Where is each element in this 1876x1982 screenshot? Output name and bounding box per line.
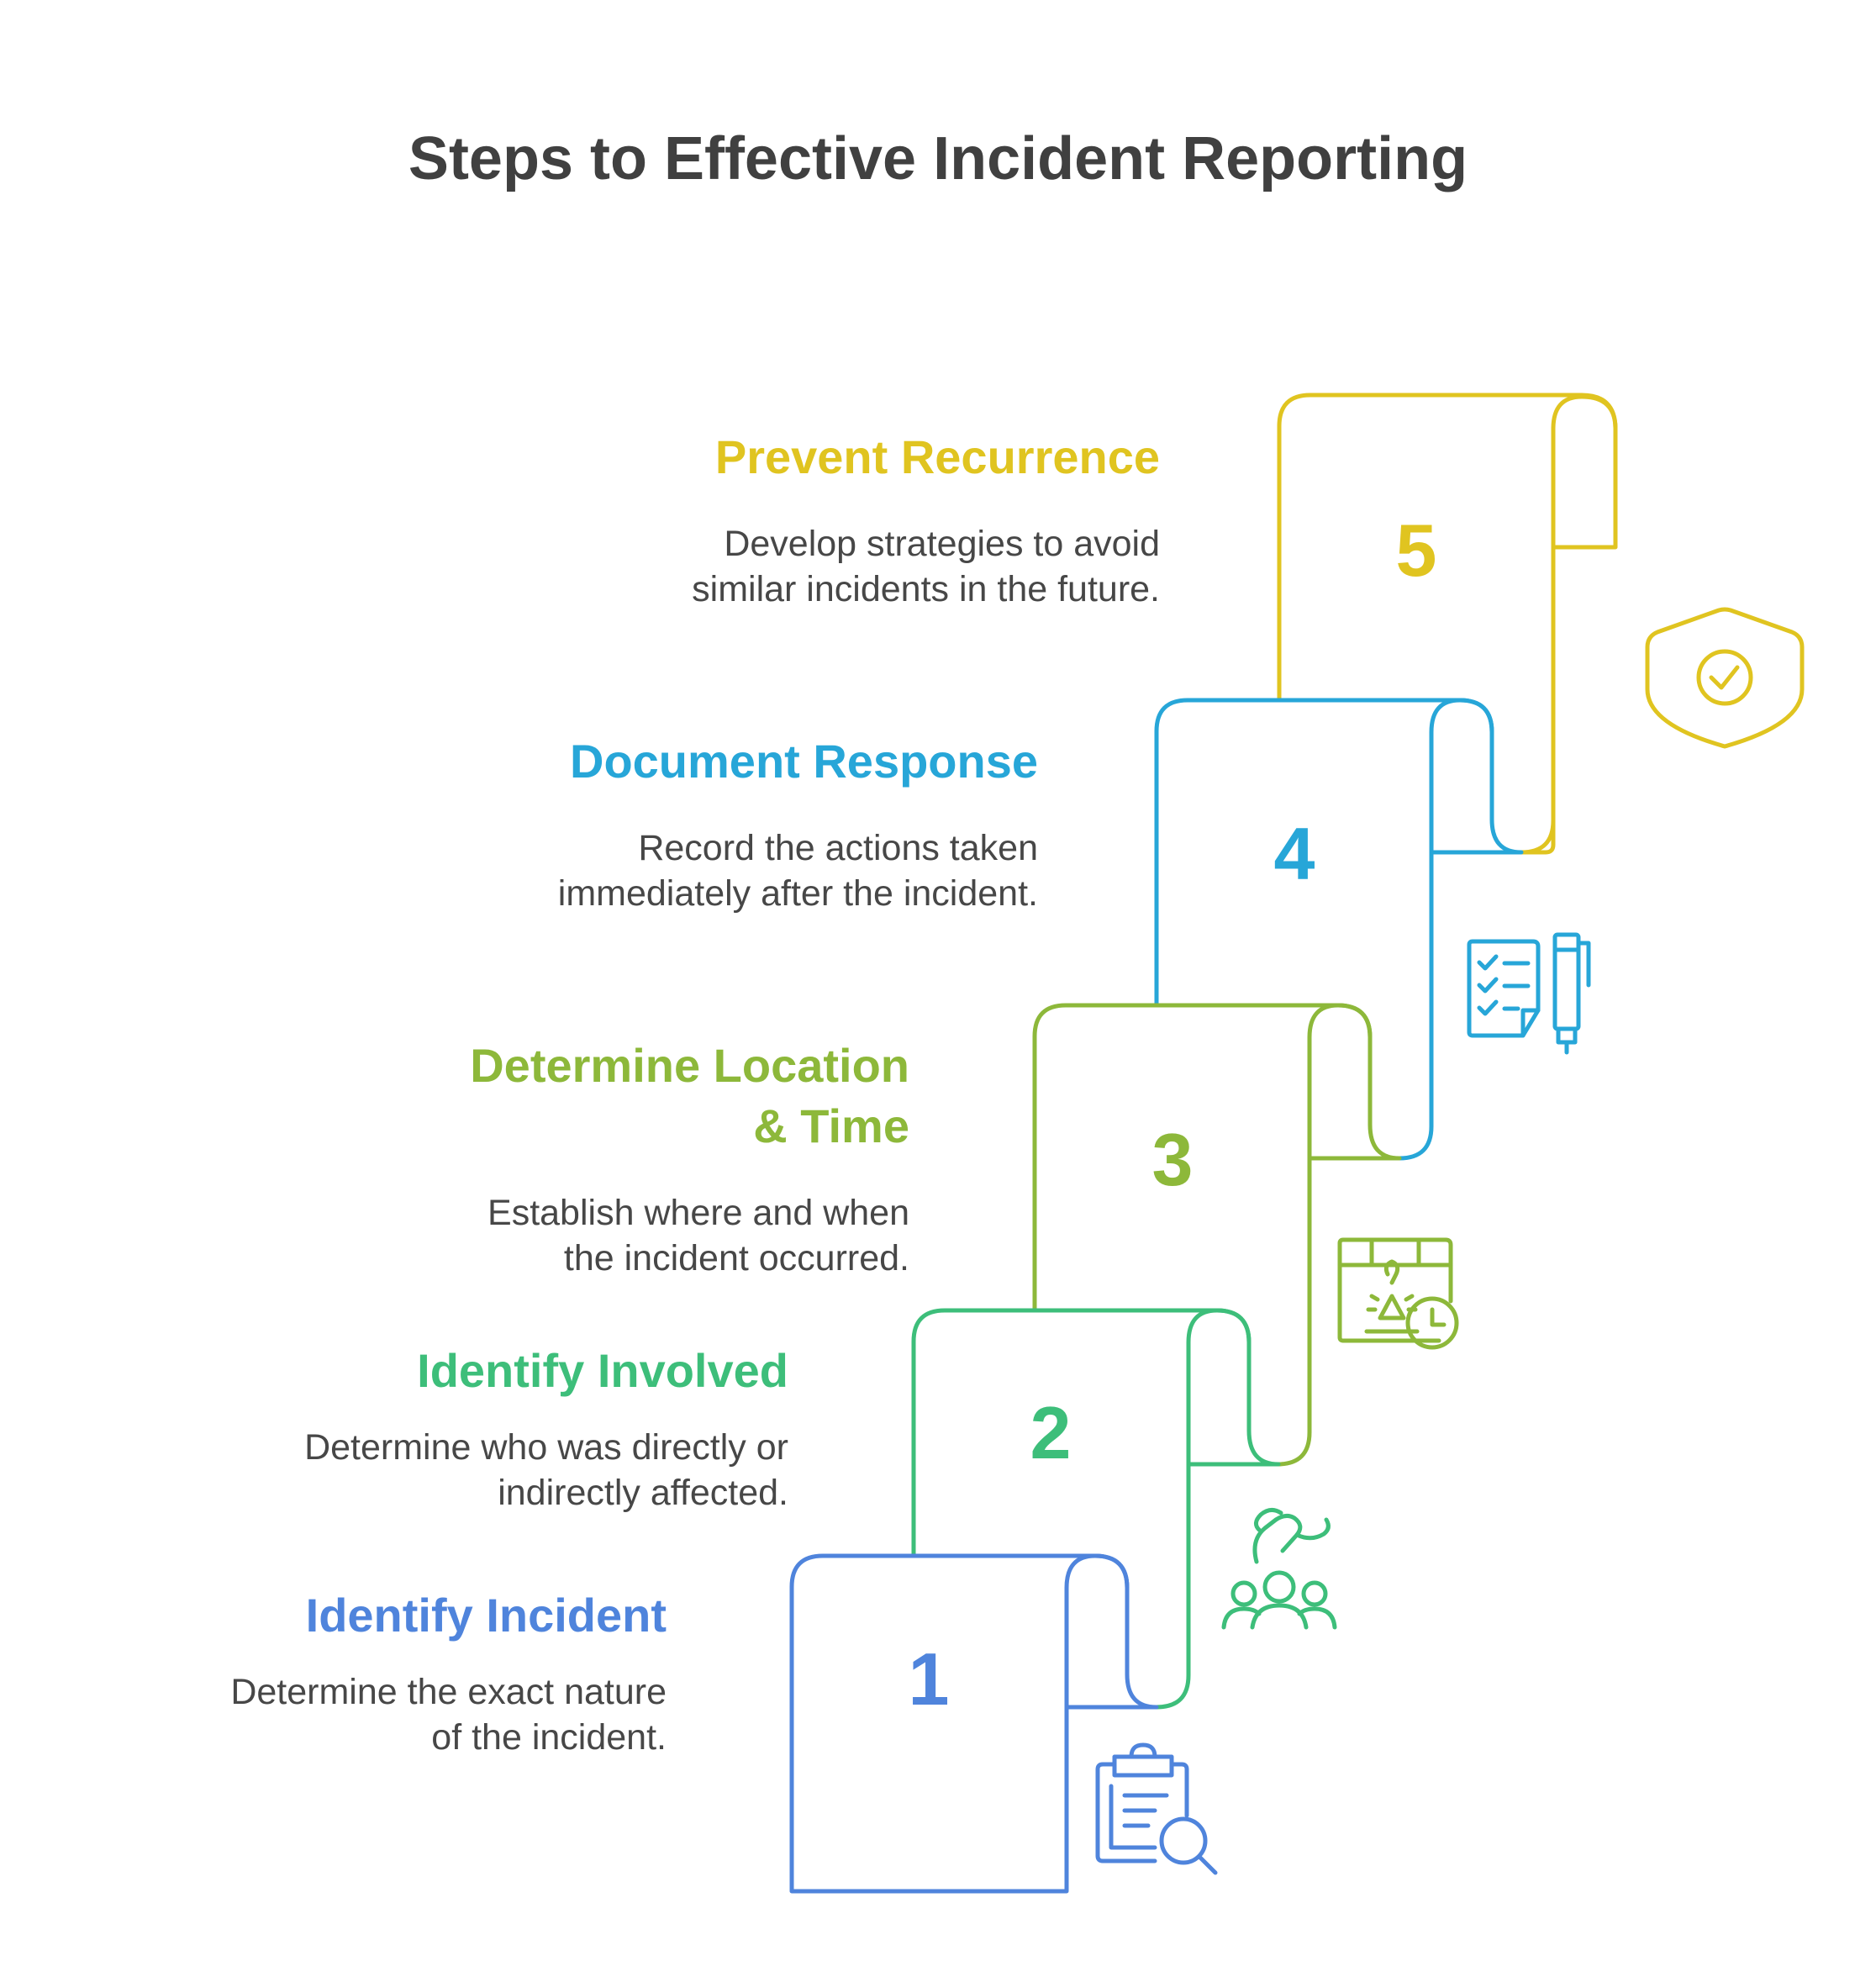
step-2-title: Identify Involved	[417, 1344, 788, 1397]
step-4-description: Record the actions taken immediately aft…	[557, 828, 1038, 914]
step-1-text: Identify Incident Determine the exact na…	[193, 1585, 667, 1760]
step-1-description: Determine the exact nature of the incide…	[230, 1672, 667, 1758]
step-3-number: 3	[1152, 1118, 1194, 1201]
step-1-title: Identify Incident	[305, 1589, 667, 1642]
checklist-pen-icon	[1467, 932, 1591, 1055]
people-group-icon	[1221, 1508, 1337, 1630]
step-1-scroll	[789, 1553, 1159, 1894]
step-3-description: Establish where and when the incident oc…	[487, 1193, 909, 1278]
step-5-number: 5	[1396, 509, 1437, 592]
step-2-number: 2	[1030, 1391, 1072, 1474]
step-4-number: 4	[1274, 812, 1315, 895]
map-pin-clock-icon	[1337, 1237, 1459, 1350]
diagram-title: Steps to Effective Incident Reporting	[408, 125, 1468, 192]
step-4-text: Document Response Record the actions tak…	[555, 731, 1038, 916]
step-3-title: Determine Location & Time	[470, 1039, 909, 1152]
step-3-text: Determine Location & Time Establish wher…	[437, 1036, 909, 1281]
step-2-description: Determine who was directly or indirectly…	[304, 1427, 788, 1513]
clipboard-search-icon	[1095, 1742, 1218, 1875]
step-5-description: Develop strategies to avoid similar inci…	[692, 524, 1160, 609]
step-2-text: Identify Involved Determine who was dire…	[303, 1341, 788, 1515]
step-5-title: Prevent Recurrence	[714, 430, 1160, 483]
shield-check-icon	[1645, 607, 1805, 749]
step-4-title: Document Response	[570, 735, 1038, 788]
step-5-text: Prevent Recurrence Develop strategies to…	[672, 427, 1160, 612]
step-1-number: 1	[909, 1637, 950, 1721]
